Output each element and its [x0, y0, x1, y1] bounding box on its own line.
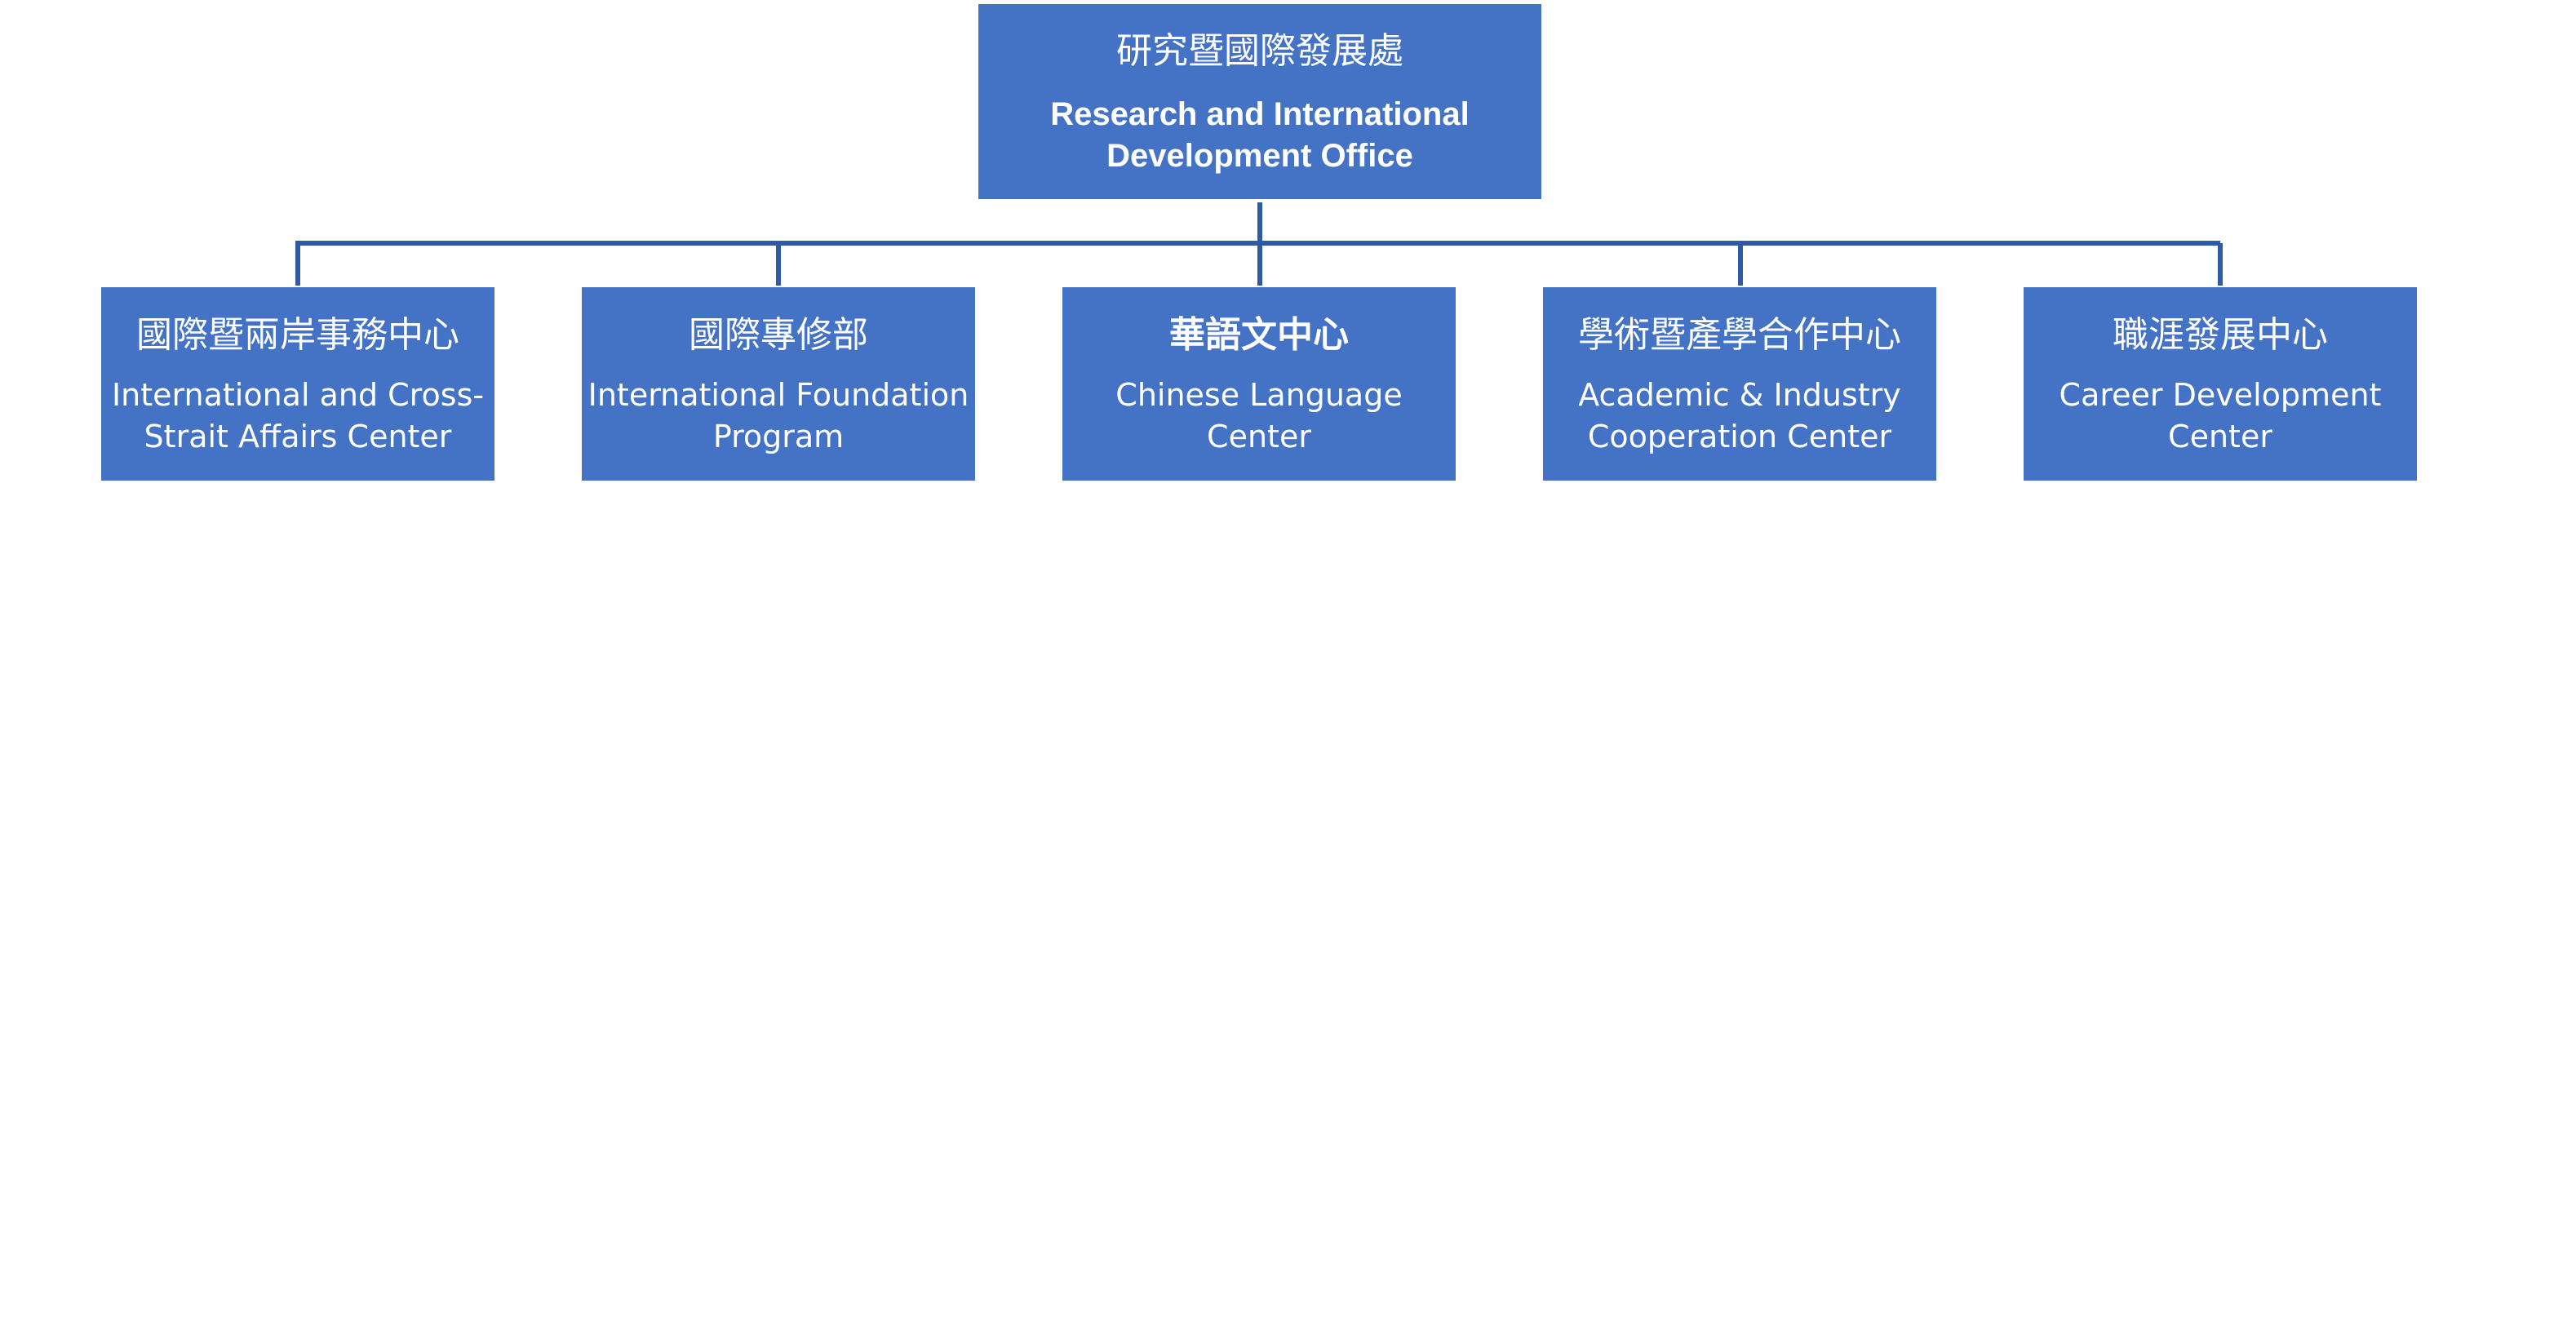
- unit-name-en: Chinese Language Center: [1115, 376, 1403, 455]
- unit-name-zh: 職涯發展中心: [2113, 313, 2328, 356]
- root-office-box: 研究暨國際發展處 Research and International Deve…: [978, 4, 1541, 199]
- unit-name-en: Academic & Industry Cooperation Center: [1578, 376, 1901, 455]
- unit-box-chinese-language: 華語文中心 Chinese Language Center: [1062, 287, 1456, 481]
- unit-box-academic-industry: 學術暨產學合作中心 Academic & Industry Cooperatio…: [1543, 287, 1936, 481]
- unit-name-en: International and Cross-Strait Affairs C…: [111, 376, 485, 455]
- unit-name-zh: 國際暨兩岸事務中心: [136, 313, 459, 356]
- unit-name-zh: 學術暨產學合作中心: [1578, 313, 1901, 356]
- unit-box-career-development: 職涯發展中心 Career Development Center: [2024, 287, 2417, 481]
- unit-name-zh: 國際專修部: [689, 313, 868, 356]
- unit-name-en: International Foundation Program: [587, 376, 969, 455]
- unit-name-en: Career Development Center: [2059, 376, 2382, 455]
- root-office-name-zh: 研究暨國際發展處: [1116, 29, 1403, 72]
- unit-box-international-cross-strait: 國際暨兩岸事務中心 International and Cross-Strait…: [101, 287, 494, 481]
- root-office-name-en: Research and International Development O…: [1050, 95, 1470, 174]
- unit-box-international-foundation: 國際專修部 International Foundation Program: [582, 287, 975, 481]
- unit-name-zh: 華語文中心: [1169, 313, 1349, 356]
